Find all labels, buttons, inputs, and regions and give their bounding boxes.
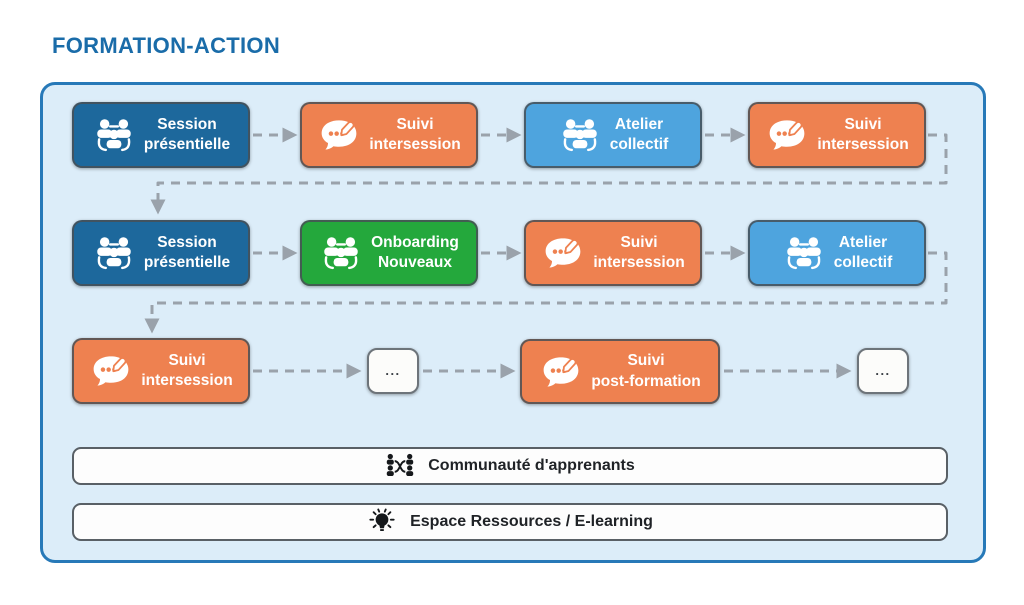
step-label: Suivi intersession (817, 115, 909, 153)
step-label: Atelier collectif (833, 233, 893, 271)
group-icon (92, 235, 136, 271)
page-title: FORMATION-ACTION (52, 33, 281, 58)
step-ellipsis-2: ... (857, 348, 909, 394)
step-ellipsis-1: ... (367, 348, 419, 394)
band-communaute-apprenants: Communauté d'apprenants (72, 447, 948, 485)
group-icon (558, 117, 602, 153)
chat-pencil-icon (317, 117, 361, 153)
lightbulb-icon (367, 508, 397, 536)
ellipsis-label: ... (385, 362, 401, 378)
step-label: Suivi intersession (369, 115, 461, 153)
band-espace-ressources: Espace Ressources / E-learning (72, 503, 948, 541)
chat-pencil-icon (539, 354, 583, 390)
ellipsis-label: ... (875, 362, 891, 378)
step-suivi-intersession-3: Suivi intersession (524, 220, 702, 286)
band-label: Espace Ressources / E-learning (410, 513, 653, 530)
chat-pencil-icon (541, 235, 585, 271)
step-session-presentielle-1: Session présentielle (72, 102, 250, 168)
step-label: Session présentielle (143, 233, 231, 271)
group-icon (319, 235, 363, 271)
step-label: Atelier collectif (609, 115, 669, 153)
step-atelier-collectif-2: Atelier collectif (748, 220, 926, 286)
step-suivi-intersession-1: Suivi intersession (300, 102, 478, 168)
step-session-presentielle-2: Session présentielle (72, 220, 250, 286)
group-icon (782, 235, 826, 271)
chat-pencil-icon (89, 353, 133, 389)
chat-pencil-icon (765, 117, 809, 153)
step-suivi-intersession-2: Suivi intersession (748, 102, 926, 168)
step-label: Suivi post-formation (591, 352, 701, 390)
group-icon (92, 117, 136, 153)
community-icon (385, 452, 415, 480)
step-label: Suivi intersession (593, 233, 685, 271)
step-label: Onboarding Nouveaux (371, 233, 459, 271)
step-label: Suivi intersession (141, 351, 233, 389)
step-suivi-post-formation: Suivi post-formation (520, 339, 720, 404)
step-atelier-collectif-1: Atelier collectif (524, 102, 702, 168)
band-label: Communauté d'apprenants (428, 457, 635, 474)
step-onboarding-nouveaux: Onboarding Nouveaux (300, 220, 478, 286)
step-suivi-intersession-4: Suivi intersession (72, 338, 250, 404)
step-label: Session présentielle (143, 115, 231, 153)
